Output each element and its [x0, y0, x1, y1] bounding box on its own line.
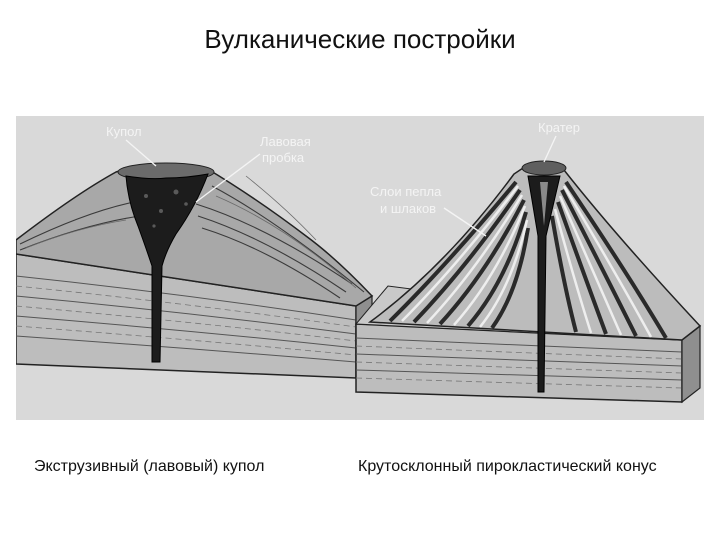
caption-lava-dome: Экструзивный (лавовый) купол [34, 458, 265, 475]
label-crater: Кратер [538, 120, 580, 135]
ash-layers-leader-line [443, 207, 487, 237]
label-ash-layers-line2: и шлаков [380, 201, 436, 216]
caption-pyroclastic-cone: Крутосклонный пирокластический конус [358, 458, 657, 475]
lava-dome-block [16, 162, 374, 380]
label-lava-plug-line2: пробка [262, 150, 305, 165]
page-title: Вулканические постройки [204, 24, 516, 54]
label-lava-plug-line1: Лавовая [260, 134, 311, 149]
pyroclastic-cone-block [354, 160, 702, 404]
label-dome: Купол [106, 124, 142, 139]
dome-leader-line [125, 139, 157, 167]
volcano-diagram: Купол Лавовая пробка Кратер Слои пепла и… [16, 120, 702, 404]
volcano-illustration: Купол Лавовая пробка Кратер Слои пепла и… [16, 116, 704, 420]
label-ash-layers-line1: Слои пепла [370, 184, 442, 199]
lava-plug-leader-line [195, 153, 261, 203]
diagram-labels: Купол Лавовая пробка Кратер Слои пепла и… [106, 120, 580, 237]
crater-leader-line [543, 135, 557, 163]
